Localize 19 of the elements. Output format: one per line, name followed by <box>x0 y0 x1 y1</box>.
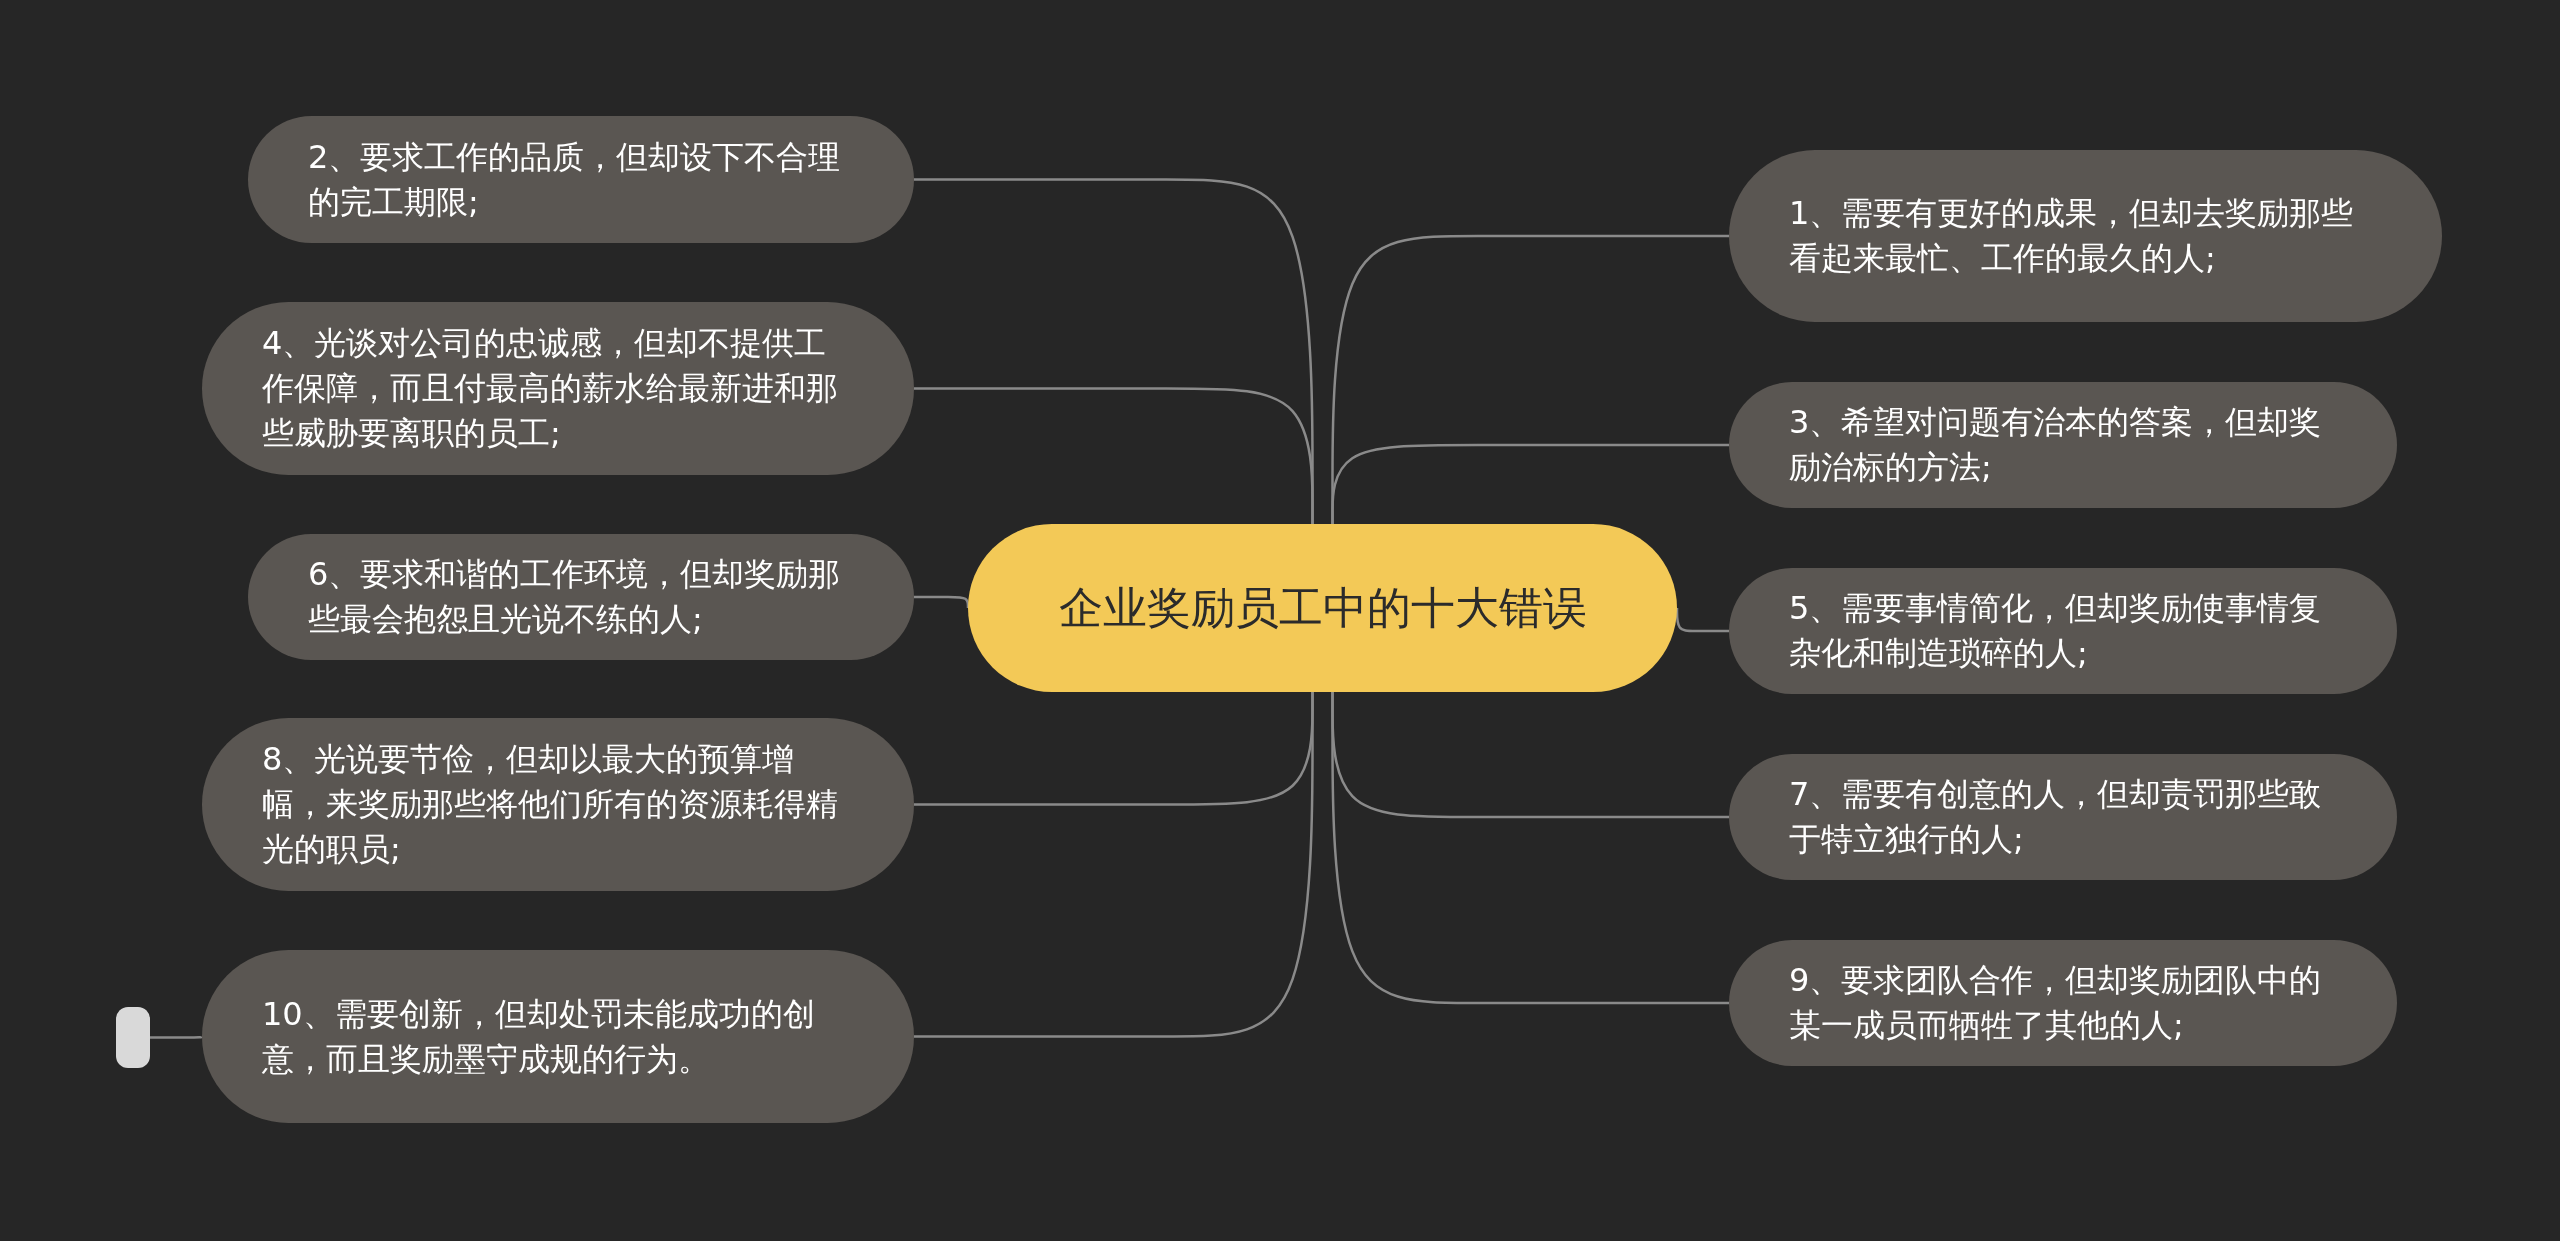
topic-text: 8、光说要节俭，但却以最大的预算增幅，来奖励那些将他们所有的资源耗得精光的职员; <box>262 739 839 870</box>
topic-text: 3、希望对问题有治本的答案，但却奖励治标的方法; <box>1789 402 2323 488</box>
topic-text: 6、要求和谐的工作环境，但却奖励那些最会抱怨且光说不练的人; <box>308 554 842 640</box>
topic-text: 7、需要有创意的人，但却责罚那些敢于特立独行的人; <box>1789 774 2323 860</box>
connector-line <box>1331 443 1729 524</box>
topic-text: 4、光谈对公司的忠诚感，但却不提供工作保障，而且付最高的薪水给最新进和那些威胁要离职的员工; <box>262 323 839 454</box>
collapse-handle <box>116 1007 150 1068</box>
connector-line <box>914 387 1314 524</box>
connector-line <box>150 1035 204 1039</box>
topic-text: 5、需要事情简化，但却奖励使事情复杂化和制造琐碎的人; <box>1789 588 2323 674</box>
connector-line <box>1675 608 1729 633</box>
topic-text: 10、需要创新，但却处罚未能成功的创意，而且奖励墨守成规的行为。 <box>262 993 816 1080</box>
topic-text: 9、要求团队合作，但却奖励团队中的某一成员而牺牲了其他的人; <box>1789 960 2323 1046</box>
connector-line <box>1331 692 1729 1005</box>
topic-title: 企业奖励员工中的十大错误 <box>1058 581 1587 636</box>
topic-text: 2、要求工作的品质，但却设下不合理的完工期限; <box>308 136 842 223</box>
topic-text: 1、需要有更好的成果，但却去奖励那些看起来最忙、工作的最久的人; <box>1789 193 2355 279</box>
connector-line <box>914 692 1314 1038</box>
connector-line <box>914 595 970 608</box>
